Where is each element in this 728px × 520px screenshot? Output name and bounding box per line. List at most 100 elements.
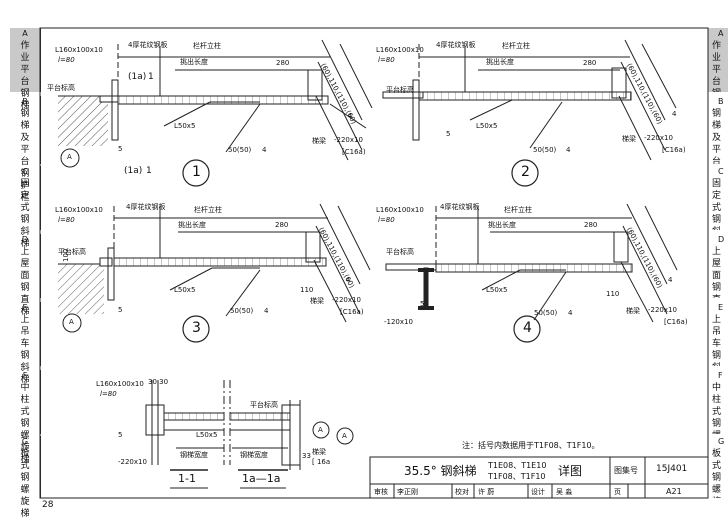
d3-dim280: 280: [275, 221, 289, 229]
d1-section-mark: (1a): [128, 72, 147, 82]
atlas-number: 15J401: [656, 464, 688, 474]
right-tab-d[interactable]: D 上屋面钢直梯: [708, 234, 728, 298]
right-tab-f[interactable]: F 中柱式钢螺旋梯: [708, 370, 728, 434]
detail-3-number: 3: [192, 320, 201, 336]
right-tab-e[interactable]: E 上吊车钢斜梯: [708, 302, 728, 366]
right-tab-f-label: 中柱式钢螺旋梯: [712, 383, 722, 434]
right-tab-b[interactable]: B 钢梯及平台钢护栏: [708, 96, 728, 164]
page-label: 页: [614, 488, 621, 496]
d4-weld-note: 50(50): [534, 309, 558, 317]
d2-beam-label: 梯梁: [622, 135, 636, 143]
side-tab-e-label: 上吊车钢斜梯: [20, 315, 30, 385]
d1-platform-label: 平台标高: [47, 84, 75, 92]
d4-angle-label: L160x100x10: [376, 206, 424, 214]
drawing-note: 注：括号内数据用于T1F08、T1F10。: [462, 441, 600, 450]
d4-l50-label: L50x5: [486, 286, 508, 294]
d1-weld4-b: 4: [348, 112, 353, 120]
d1-dim280: 280: [276, 59, 290, 67]
d3-beam-size: -220x10: [332, 296, 361, 304]
sec-beam-size: -220x10: [118, 458, 147, 466]
page-number: 28: [42, 500, 54, 510]
d4-dim280: 280: [584, 221, 598, 229]
right-tab-a[interactable]: A 作业平台钢梯: [708, 28, 728, 92]
d3-d110: 110: [300, 286, 314, 294]
right-tab-d-letter: D: [718, 235, 725, 244]
d4-plate120: -120x10: [384, 318, 413, 326]
d3-weld-note: 50(50): [230, 307, 254, 315]
side-tab-a-letter: A: [22, 29, 28, 38]
d3-angle-label: L160x100x10: [55, 206, 103, 214]
detail-3-drawing: [58, 203, 371, 343]
sec-l50-label: L50x5: [196, 431, 218, 439]
d4-beam-size: -220x10: [648, 306, 677, 314]
title-codes-top: T1E08、T1E10: [488, 461, 547, 470]
d3-d100: 100: [62, 248, 70, 262]
d2-beam-size: -220x10: [644, 134, 673, 142]
d3-platform-label: 平台标高: [58, 248, 86, 256]
right-tab-e-letter: E: [718, 303, 724, 312]
design-label: 设计: [531, 488, 545, 496]
d2-weld5: 5: [446, 130, 451, 138]
section-1a-1a-title: 1a—1a: [242, 472, 281, 485]
side-tab-a[interactable]: A 作业平台钢梯: [10, 28, 41, 111]
side-tab-b-label: 钢梯及平台钢护栏: [20, 109, 30, 203]
right-tab-g-label: 板式钢螺旋梯: [712, 449, 722, 498]
d1-beam-size: -220x10: [334, 136, 363, 144]
right-tab-f-letter: F: [718, 371, 723, 380]
d1-overhang-label: 挑出长度: [180, 58, 208, 66]
side-tab-g-label: 板式钢螺旋梯: [20, 449, 30, 519]
d1-a-bubble: A: [67, 153, 72, 161]
side-tab-f-label: 中柱式钢螺旋梯: [20, 383, 30, 465]
d1-channel: [C16a): [342, 148, 366, 156]
d4-l80-label: l=80: [378, 216, 395, 224]
d3-overhang-label: 挑出长度: [178, 221, 206, 229]
side-tab-b-letter: B: [22, 97, 28, 106]
d4-post-label: 栏杆立柱: [504, 206, 532, 214]
d3-plate-label: 4厚花纹钢板: [126, 203, 166, 211]
d3-l80-label: l=80: [58, 216, 75, 224]
d3-weld5: 5: [118, 306, 123, 314]
sec-l80-label: l=80: [100, 390, 117, 398]
sec-d3030: 30,30: [148, 378, 169, 386]
title-block-frame: [369, 456, 709, 499]
side-tab-c-label: 固定式钢斜梯: [20, 179, 30, 249]
right-tab-b-letter: B: [718, 97, 724, 106]
side-tab-d-label: 上屋面钢直梯: [20, 247, 30, 317]
d1-l50-label: L50x5: [174, 122, 196, 130]
d2-post-label: 栏杆立柱: [502, 42, 530, 50]
d3-post-label: 栏杆立柱: [194, 206, 222, 214]
sec-a-bubble-2: A: [342, 432, 347, 440]
d2-platform-label: 平台标高: [386, 86, 414, 94]
right-tab-b-label: 钢梯及平台钢护栏: [712, 109, 722, 164]
checker-name: 许 蔚: [478, 488, 495, 496]
d2-overhang-label: 挑出长度: [486, 58, 514, 66]
d1-plate-label: 4厚花纹钢板: [128, 41, 168, 49]
d3-a-bubble: A: [69, 318, 74, 326]
d4-platform-label: 平台标高: [386, 248, 414, 256]
right-tab-g[interactable]: G 板式钢螺旋梯: [708, 436, 728, 498]
side-tab-g-letter: G: [21, 437, 29, 446]
d4-channel: [C16a): [664, 318, 688, 326]
page-code: A21: [666, 487, 682, 496]
side-tab-d-letter: D: [21, 235, 29, 244]
d3-weld4-b: 4: [346, 276, 351, 284]
right-tab-c[interactable]: C 固定式钢斜梯: [708, 166, 728, 230]
right-tab-a-label: 作业平台钢梯: [712, 41, 722, 92]
d4-overhang-label: 挑出长度: [488, 221, 516, 229]
designer-name: 吴 淼: [556, 488, 573, 496]
d1-l80-label: l=80: [58, 56, 75, 64]
d4-plate-label: 4厚花纹钢板: [440, 203, 480, 211]
d3-beam-label: 梯梁: [310, 297, 324, 305]
detail-1-number: 1: [192, 164, 201, 180]
d4-weld4-b: 4: [668, 276, 673, 284]
title-suffix: 详图: [558, 464, 583, 478]
sec-c16a: [ 16a: [312, 458, 331, 466]
sec-width-right: 钢梯宽度: [240, 451, 268, 459]
right-tab-a-letter: A: [718, 29, 724, 38]
sec-platform-label: 平台标高: [250, 401, 278, 409]
d1-sec-num-low: 1: [146, 166, 152, 176]
d3-channel: [C16a): [340, 308, 364, 316]
detail-2-number: 2: [521, 164, 530, 180]
